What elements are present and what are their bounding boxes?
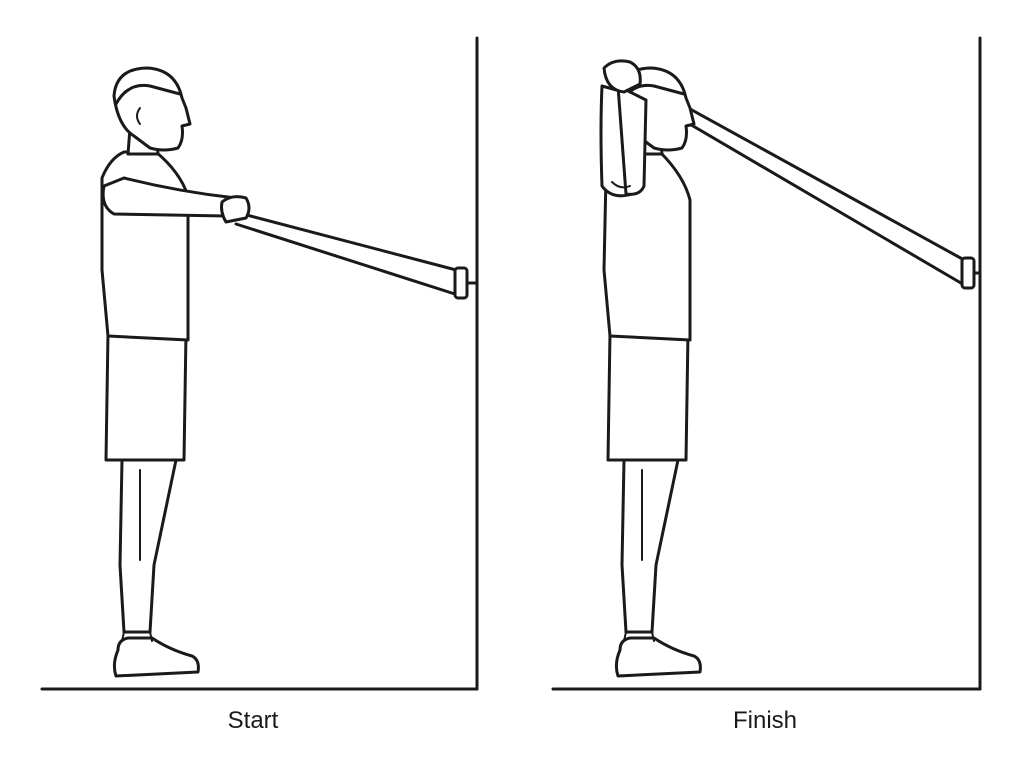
start-panel (40, 36, 479, 691)
start-shoe (112, 636, 200, 678)
finish-figure (599, 59, 702, 678)
finish-elbow (611, 181, 631, 189)
start-caption: Start (227, 707, 279, 734)
start-figure (100, 66, 251, 678)
finish-legs (620, 458, 680, 634)
finish-shoe (614, 636, 702, 678)
start-hairline (114, 83, 182, 106)
start-hand (220, 195, 251, 224)
finish-arm-front (616, 84, 648, 196)
start-head (112, 66, 192, 152)
finish-hands (602, 59, 642, 94)
finish-shorts (606, 331, 690, 462)
start-ear (136, 107, 141, 125)
start-resistance-band (234, 212, 479, 300)
start-shorts (104, 331, 188, 462)
finish-panel (551, 36, 982, 691)
start-legs (118, 458, 178, 634)
finish-caption: Finish (732, 707, 798, 734)
